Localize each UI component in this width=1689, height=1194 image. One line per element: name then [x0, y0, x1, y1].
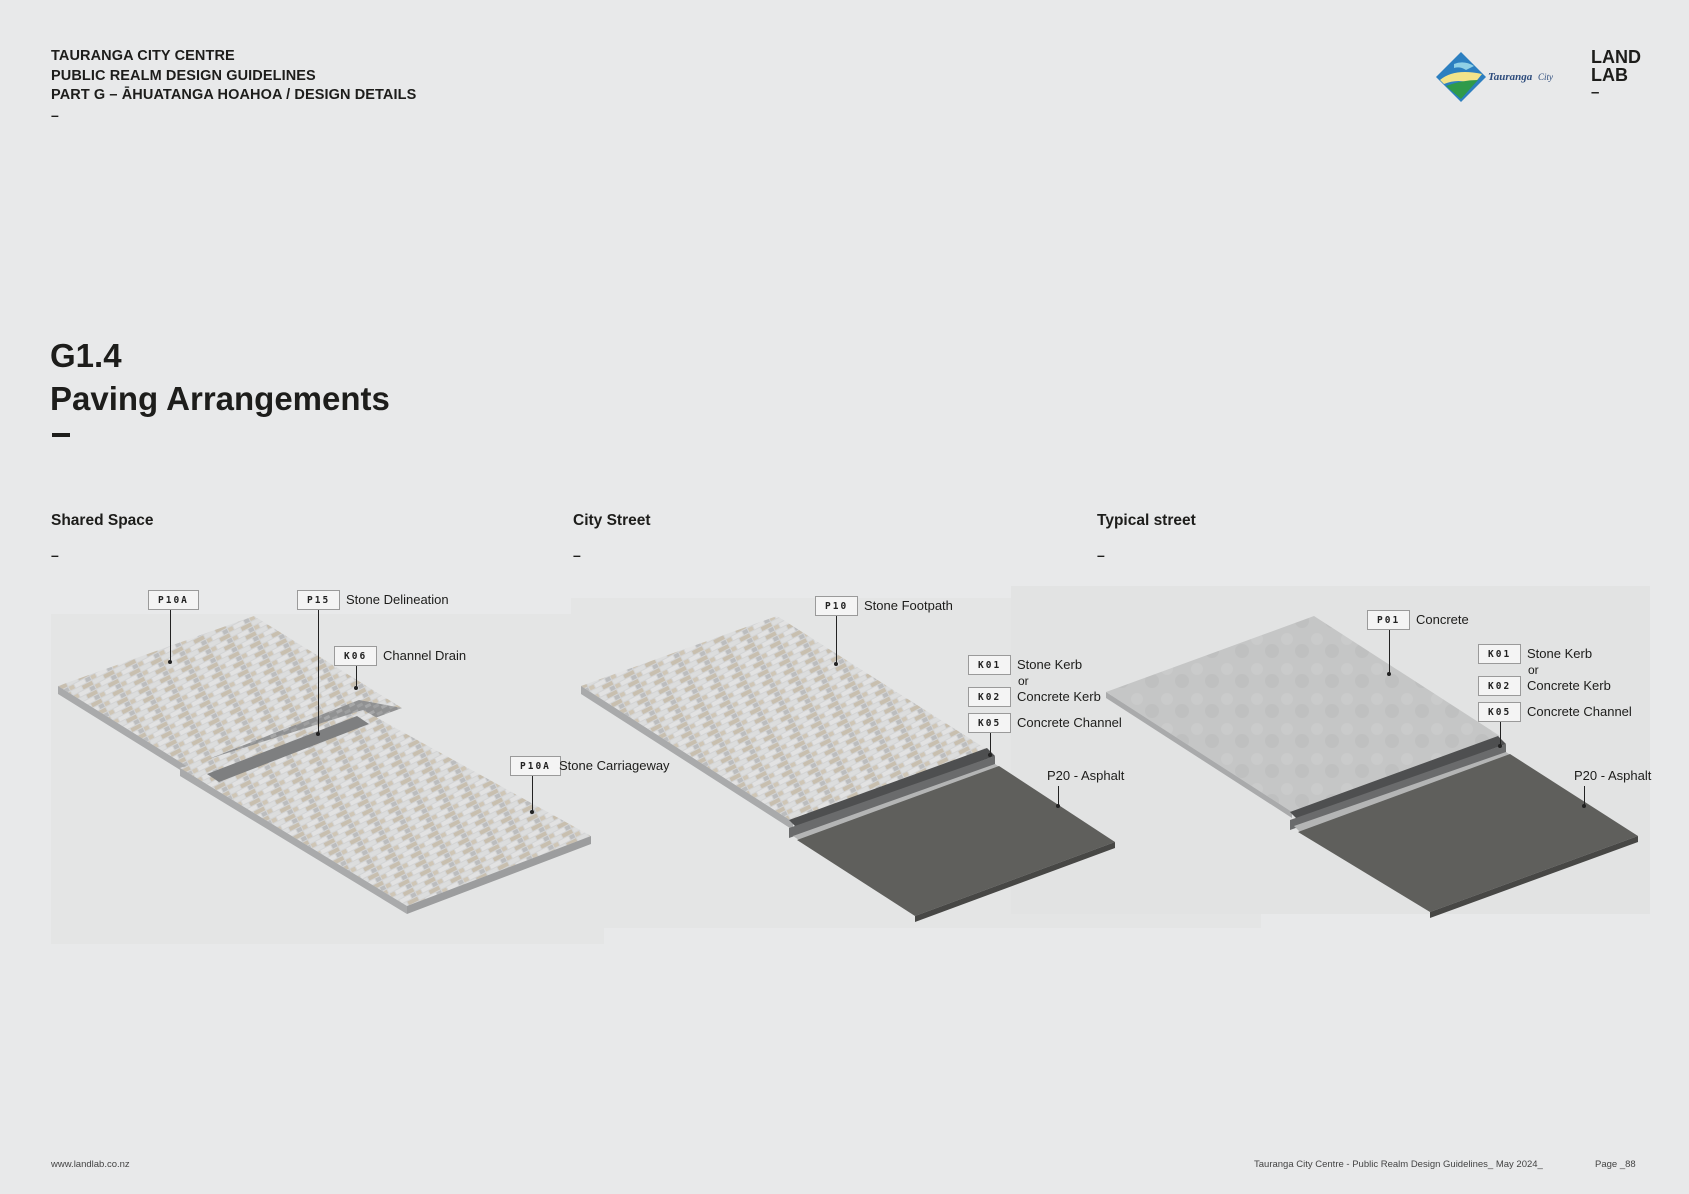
callout-tag-k01: K01 — [968, 655, 1012, 675]
callout-tag-p01: P01 — [1367, 610, 1411, 630]
callout-label-asphalt: P20 - Asphalt — [1574, 768, 1652, 783]
callout-or: or — [1018, 674, 1029, 688]
leader-dot — [530, 810, 534, 814]
brand-dash: – — [1591, 84, 1600, 101]
leader-line — [1584, 786, 1585, 806]
title-dash — [52, 433, 70, 437]
logo-suffix: City — [1538, 72, 1553, 82]
leader-dot — [354, 686, 358, 690]
callout-label-stone-footpath: Stone Footpath — [864, 598, 953, 613]
document-header: TAURANGA CITY CENTRE PUBLIC REALM DESIGN… — [51, 47, 416, 125]
callout-label-concrete-channel: Concrete Channel — [1017, 715, 1122, 730]
tauranga-city-logo: Tauranga City — [1434, 50, 1560, 106]
callout-label-stone-delineation: Stone Delineation — [346, 592, 449, 607]
leader-line — [532, 776, 533, 812]
callout-tag-p10a: P10A — [510, 756, 561, 776]
section-number: G1.4 — [50, 337, 122, 374]
callout-label-channel-drain: Channel Drain — [383, 648, 467, 663]
header-line-3: PART G – ĀHUATANGA HOAHOA / DESIGN DETAI… — [51, 87, 417, 104]
leader-line — [1058, 786, 1059, 806]
column-dash: – — [1097, 547, 1105, 563]
callout-label-asphalt: P20 - Asphalt — [1047, 768, 1125, 783]
leader-dot — [834, 662, 838, 666]
city-street-paving-illustration — [581, 616, 1115, 922]
callout-label-stone-kerb: Stone Kerb — [1527, 646, 1593, 661]
header-line-1: TAURANGA CITY CENTRE — [51, 48, 235, 64]
leader-line — [170, 610, 171, 662]
callout-tag-k05: K05 — [1478, 702, 1522, 722]
callout-tag-k02: K02 — [1478, 676, 1522, 696]
shared-space-paving-illustration — [58, 616, 591, 914]
leader-dot — [1582, 804, 1586, 808]
leader-dot — [1056, 804, 1060, 808]
callout-label-stone-carriageway: Stone Carriageway — [559, 758, 670, 773]
header-dash: – — [51, 106, 59, 123]
callout-tag-p10a: P10A — [148, 590, 199, 610]
section-heading: Paving Arrangements — [50, 380, 390, 417]
tauranga-logo-icon: Tauranga City — [1436, 52, 1553, 102]
callout-tag-k01: K01 — [1478, 644, 1522, 664]
typical-street-paving-illustration — [1106, 616, 1638, 918]
leader-dot — [1498, 744, 1502, 748]
callout-label-concrete: Concrete — [1416, 612, 1469, 627]
callout-label-stone-kerb: Stone Kerb — [1017, 657, 1083, 672]
header-line-2: PUBLIC REALM DESIGN GUIDELINES — [51, 67, 316, 84]
leader-dot — [1387, 672, 1391, 676]
callout-tag-p15: P15 — [297, 590, 341, 610]
leader-line — [318, 610, 319, 734]
column-heading-city-street: City Street — [573, 512, 651, 529]
footer-page-number: Page _88 — [1595, 1159, 1636, 1170]
brand-line-2: LAB — [1591, 65, 1628, 85]
column-heading-shared-space: Shared Space — [51, 512, 154, 529]
landlab-brand: LAND LAB – — [1591, 48, 1641, 102]
section-title: G1.4 Paving Arrangements — [50, 334, 390, 420]
column-heading-typical-street: Typical street — [1097, 512, 1196, 529]
leader-line — [990, 733, 991, 755]
leader-line — [1389, 630, 1390, 674]
footer-website-link[interactable]: www.landlab.co.nz — [51, 1159, 130, 1170]
callout-label-concrete-channel: Concrete Channel — [1527, 704, 1632, 719]
callout-tag-k05: K05 — [968, 713, 1012, 733]
column-dash: – — [573, 547, 581, 563]
callout-tag-k02: K02 — [968, 687, 1012, 707]
footer-document-title: Tauranga City Centre - Public Realm Desi… — [1254, 1159, 1543, 1170]
callout-tag-p10: P10 — [815, 596, 859, 616]
leader-line — [836, 616, 837, 664]
callout-label-concrete-kerb: Concrete Kerb — [1527, 678, 1611, 693]
leader-line — [356, 666, 357, 688]
leader-dot — [316, 732, 320, 736]
leader-line — [1500, 722, 1501, 746]
callout-or: or — [1528, 663, 1539, 677]
leader-dot — [168, 660, 172, 664]
brand-line-1: LAND — [1591, 47, 1641, 67]
column-dash: – — [51, 547, 59, 563]
callout-label-concrete-kerb: Concrete Kerb — [1017, 689, 1101, 704]
callout-tag-k06: K06 — [334, 646, 378, 666]
logo-text: Tauranga — [1488, 71, 1533, 83]
leader-dot — [988, 753, 992, 757]
